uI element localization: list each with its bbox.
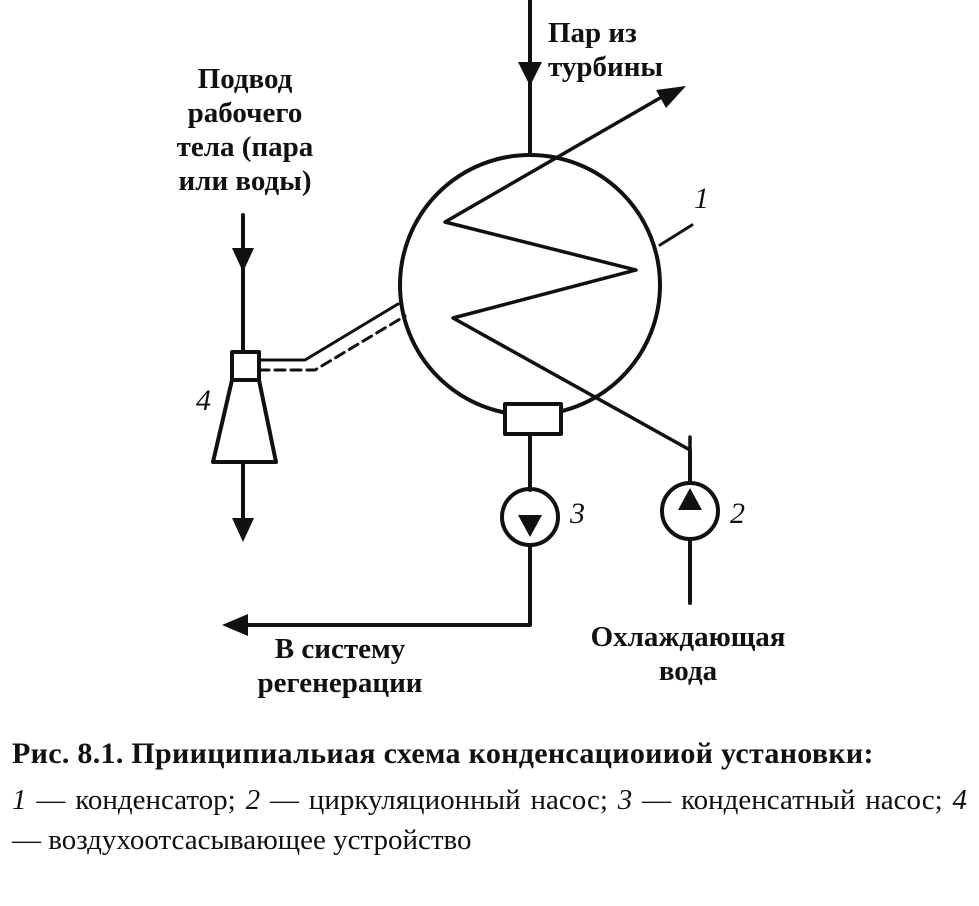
legend-num-4: 4: [952, 784, 968, 816]
working-fluid-arrow: [232, 248, 254, 272]
condensate-collector: [503, 402, 563, 436]
label-working-fluid-supply: Подвод рабочего тела (пара или воды): [176, 63, 314, 197]
caption-title: Рис. 8.1. Прииципиальиая схема конденсац…: [12, 737, 874, 770]
cooling-coil: [443, 96, 692, 452]
caption-legend: 1 — конденсатор; 2 — циркуляционный насо…: [12, 780, 967, 860]
condenser-scheme: [211, 0, 720, 636]
legend-num-3: 3: [617, 784, 633, 816]
label-steam-from-turbine: Пар из турбины: [548, 17, 664, 83]
label-cooling-water: Охлаждающая вода: [590, 621, 786, 687]
air-suction-pipe-upper: [257, 302, 400, 362]
number-circulation-pump: 2: [730, 497, 745, 530]
number-condenser: 1: [694, 182, 709, 215]
ejector-body: [211, 378, 278, 464]
condensate-pump-arrow: [518, 515, 542, 537]
steam-inlet-arrow: [518, 62, 542, 86]
circulation-pump-arrow: [678, 488, 702, 510]
legend-text-2: — циркуляционный насос;: [260, 784, 618, 816]
figure-caption: Рис. 8.1. Прииципиальиая схема конденсац…: [12, 734, 967, 860]
condenser-leader: [658, 223, 694, 247]
condenser-shell: [398, 153, 662, 417]
legend-text-1: — конденсатор;: [26, 784, 246, 816]
legend-text-4: — воздухоотсасывающее устройство: [12, 824, 472, 856]
air-suction-pipe-lower: [257, 314, 407, 372]
label-to-regeneration: В систему регенерации: [257, 633, 423, 699]
number-condensate-pump: 3: [570, 497, 585, 530]
legend-num-1: 1: [12, 784, 27, 816]
ejector-outlet-arrow: [232, 518, 254, 542]
cooling-water-outlet-arrow: [656, 86, 686, 108]
legend-text-3: — конденсатный насос;: [632, 784, 953, 816]
number-ejector: 4: [196, 384, 211, 417]
legend-num-2: 2: [245, 784, 261, 816]
regen-line: [233, 543, 532, 627]
ejector-head: [230, 350, 261, 382]
regen-arrow: [222, 614, 248, 636]
